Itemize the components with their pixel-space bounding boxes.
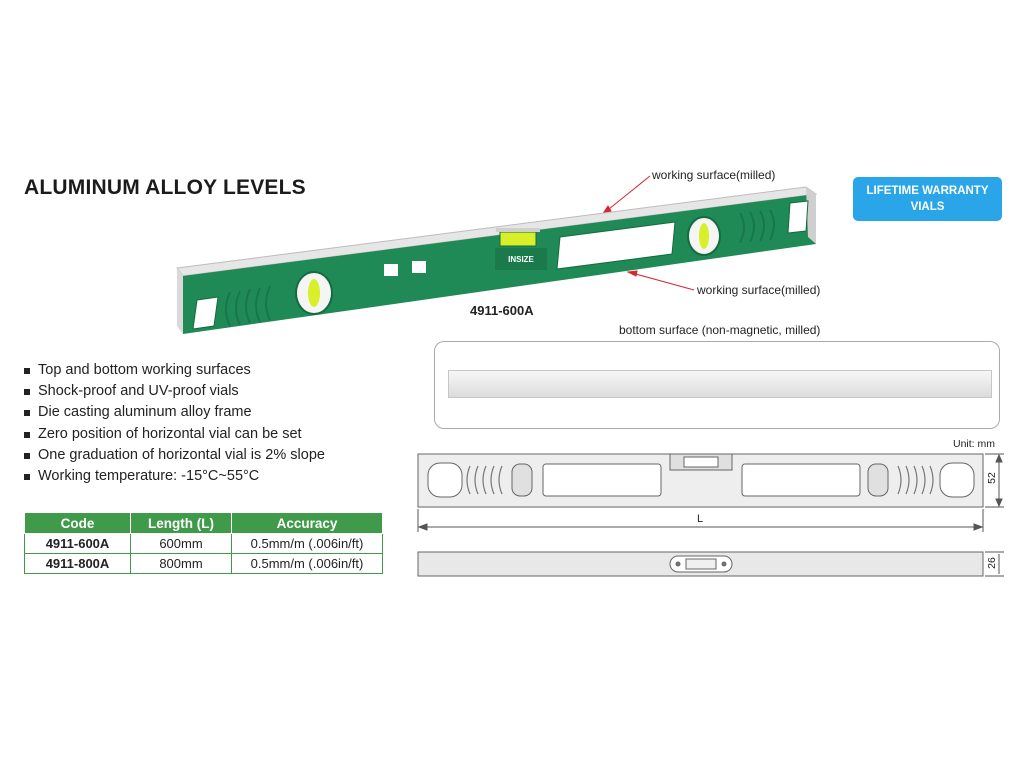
feature-item: One graduation of horizontal vial is 2% …: [24, 445, 325, 466]
callout-middle-surface: working surface(milled): [697, 283, 821, 297]
level-body: INSIZE: [176, 186, 818, 334]
table-row: 4911-600A 600mm 0.5mm/m (.006in/ft): [24, 533, 383, 554]
dimension-depth-label: 26: [985, 557, 998, 569]
bottom-surface-photo: [434, 341, 1000, 429]
brand-mark: INSIZE: [508, 255, 534, 264]
col-header-code: Code: [24, 512, 131, 534]
spec-table: Code Length (L) Accuracy 4911-600A 600mm…: [24, 512, 383, 574]
bottom-surface-bar: [448, 370, 992, 398]
warranty-badge: LIFETIME WARRANTY VIALS: [853, 177, 1002, 221]
feature-list: Top and bottom working surfaces Shock-pr…: [24, 360, 325, 487]
feature-item: Die casting aluminum alloy frame: [24, 402, 325, 423]
table-row: 4911-800A 800mm 0.5mm/m (.006in/ft): [24, 553, 383, 574]
page-title: ALUMINUM ALLOY LEVELS: [24, 176, 306, 199]
warranty-line-2: VIALS: [910, 201, 945, 213]
dimension-height-label: 52: [985, 472, 998, 484]
feature-item: Working temperature: -15°C~55°C: [24, 466, 325, 487]
feature-item: Zero position of horizontal vial can be …: [24, 424, 325, 445]
warranty-line-1: LIFETIME WARRANTY: [866, 185, 989, 197]
callout-bottom-surface: bottom surface (non-magnetic, milled): [619, 323, 821, 337]
dimension-length-label: L: [697, 513, 704, 525]
cell-length: 800mm: [130, 553, 232, 574]
cell-accuracy: 0.5mm/m (.006in/ft): [231, 533, 383, 554]
table-header-row: Code Length (L) Accuracy: [24, 512, 383, 534]
model-label: 4911-600A: [470, 303, 534, 318]
unit-label: Unit: mm: [953, 438, 995, 450]
cell-accuracy: 0.5mm/m (.006in/ft): [231, 553, 383, 574]
feature-item: Shock-proof and UV-proof vials: [24, 381, 325, 402]
feature-item: Top and bottom working surfaces: [24, 360, 325, 381]
callout-top-surface: working surface(milled): [652, 168, 776, 182]
